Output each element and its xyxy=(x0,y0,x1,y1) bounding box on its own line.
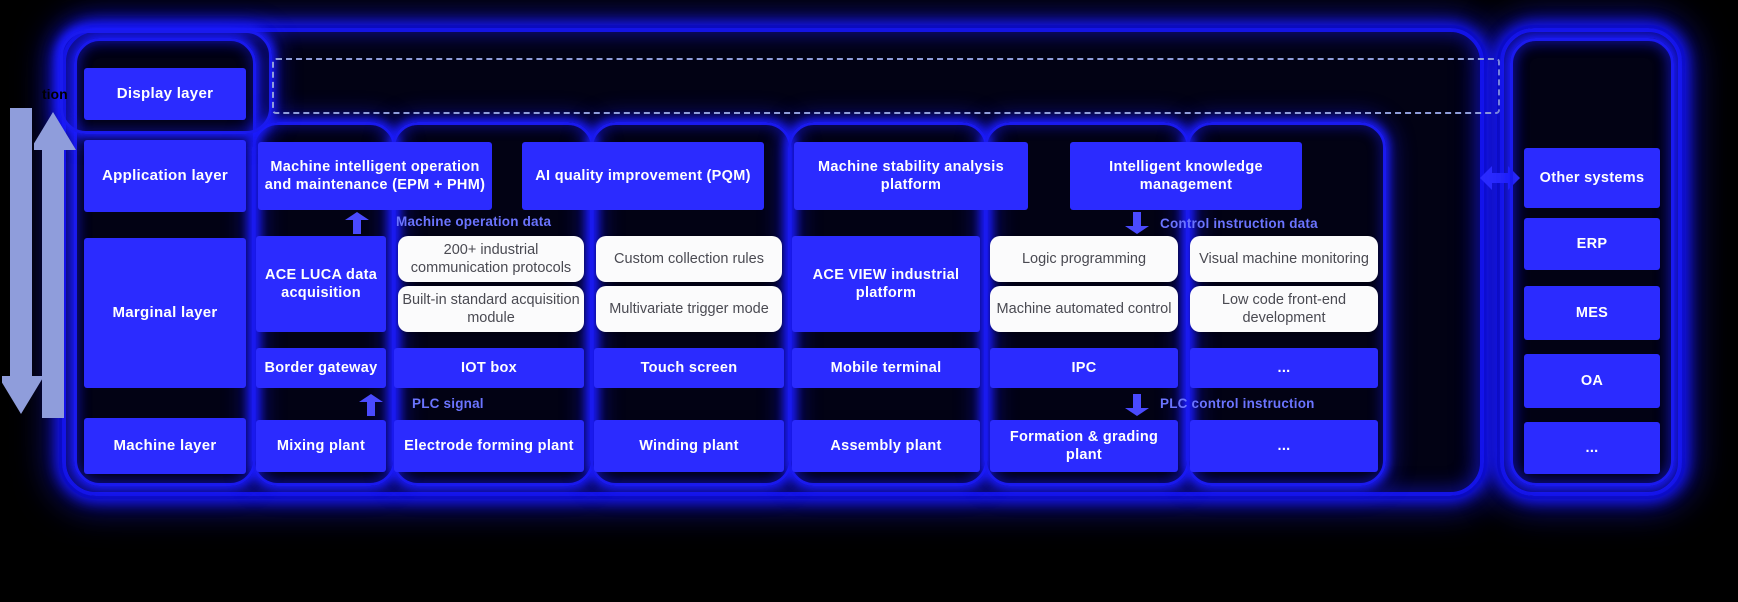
row-label-display-layer: Display layer xyxy=(84,68,246,120)
marginal-cell-low-code[interactable]: Low code front-end development xyxy=(1190,286,1378,332)
marginal-cell-protocols[interactable]: 200+ industrial communication protocols xyxy=(398,236,584,282)
band-label-machine-operation-data: Machine operation data xyxy=(396,214,552,229)
machine-cell-formation-grading[interactable]: Formation & grading plant xyxy=(990,420,1178,472)
marginal-cell-visual-monitoring[interactable]: Visual machine monitoring xyxy=(1190,236,1378,282)
device-cell-border-gateway[interactable]: Border gateway xyxy=(256,348,386,388)
band-label-control-instruction-data: Control instruction data xyxy=(1160,216,1318,231)
row-label-application-layer: Application layer xyxy=(84,140,246,212)
marginal-cell-acquisition-module[interactable]: Built-in standard acquisition module xyxy=(398,286,584,332)
row-label-machine-layer: Machine layer xyxy=(84,418,246,474)
bidirectional-link-arrow xyxy=(1480,166,1520,190)
machine-cell-more[interactable]: ... xyxy=(1190,420,1378,472)
external-cell-erp[interactable]: ERP xyxy=(1524,218,1660,270)
device-cell-touch-screen[interactable]: Touch screen xyxy=(594,348,784,388)
band-label-plc-control-instruction: PLC control instruction xyxy=(1160,396,1315,411)
marginal-cell-logic-programming[interactable]: Logic programming xyxy=(990,236,1178,282)
downward-data-flow-arrow xyxy=(2,108,44,414)
app-cell-pqm[interactable]: AI quality improvement (PQM) xyxy=(522,142,764,210)
machine-cell-electrode-forming[interactable]: Electrode forming plant xyxy=(394,420,584,472)
plc-control-instruction-down-arrow xyxy=(1125,394,1149,416)
plc-signal-up-arrow xyxy=(359,394,383,416)
external-cell-other-systems[interactable]: Other systems xyxy=(1524,148,1660,208)
machine-cell-winding-plant[interactable]: Winding plant xyxy=(594,420,784,472)
control-instruction-data-down-arrow xyxy=(1125,212,1149,234)
app-cell-epm-phm[interactable]: Machine intelligent operation and mainte… xyxy=(258,142,492,210)
marginal-cell-trigger-mode[interactable]: Multivariate trigger mode xyxy=(596,286,782,332)
machine-operation-data-up-arrow xyxy=(345,212,369,234)
band-label-plc-signal: PLC signal xyxy=(412,396,484,411)
platform-cell-ace-view[interactable]: ACE VIEW industrial platform xyxy=(792,236,980,332)
side-partial-label: tion xyxy=(42,86,68,102)
machine-cell-assembly-plant[interactable]: Assembly plant xyxy=(792,420,980,472)
upward-data-flow-arrow xyxy=(34,112,76,418)
machine-cell-mixing-plant[interactable]: Mixing plant xyxy=(256,420,386,472)
device-cell-iot-box[interactable]: IOT box xyxy=(394,348,584,388)
external-cell-mes[interactable]: MES xyxy=(1524,286,1660,340)
external-cell-oa[interactable]: OA xyxy=(1524,354,1660,408)
display-layer-dashed-connector xyxy=(272,58,1500,114)
device-cell-ipc[interactable]: IPC xyxy=(990,348,1178,388)
platform-cell-ace-luca[interactable]: ACE LUCA data acquisition xyxy=(256,236,386,332)
app-cell-stability[interactable]: Machine stability analysis platform xyxy=(794,142,1028,210)
row-label-marginal-layer: Marginal layer xyxy=(84,238,246,388)
marginal-cell-automated-control[interactable]: Machine automated control xyxy=(990,286,1178,332)
marginal-cell-custom-rules[interactable]: Custom collection rules xyxy=(596,236,782,282)
app-cell-knowledge[interactable]: Intelligent knowledge management xyxy=(1070,142,1302,210)
device-cell-mobile-terminal[interactable]: Mobile terminal xyxy=(792,348,980,388)
device-cell-more[interactable]: ... xyxy=(1190,348,1378,388)
external-cell-more[interactable]: ... xyxy=(1524,422,1660,474)
